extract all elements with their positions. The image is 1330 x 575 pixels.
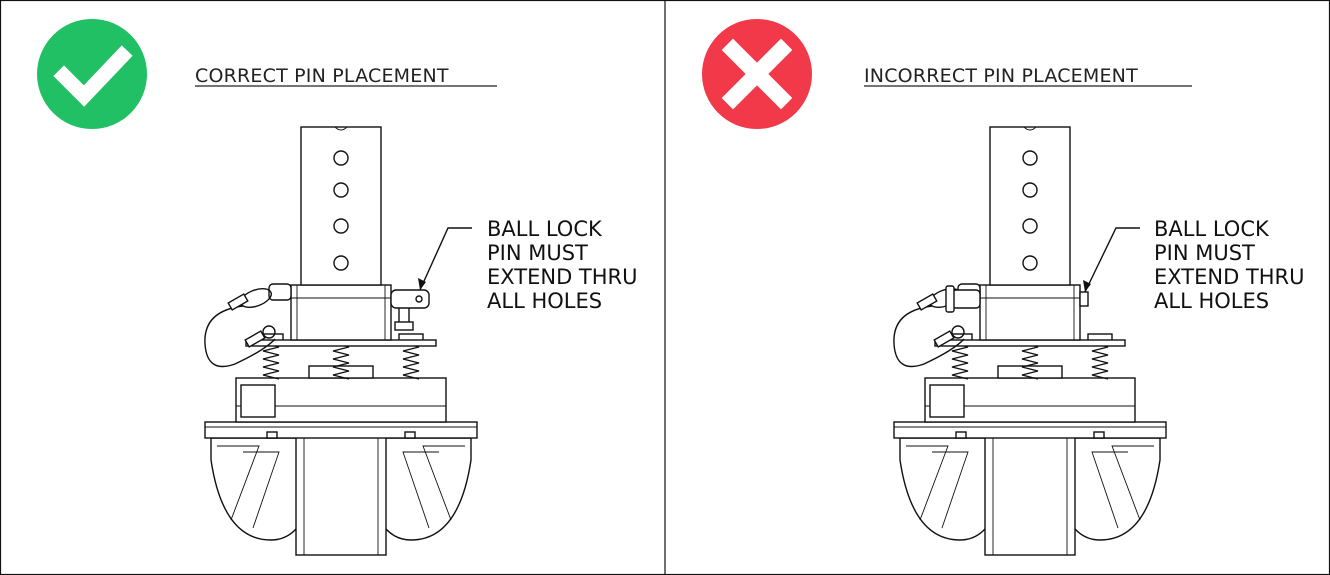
panel-title-incorrect: INCORRECT PIN PLACEMENT [864,65,1138,87]
callout-leader-incorrect [1084,227,1140,293]
callout-text-incorrect: BALL LOCK PIN MUST EXTEND THRU ALL HOLES [1154,217,1311,313]
panel-incorrect: INCORRECT PIN PLACEMENT BALL LOCK PIN MU… [702,19,1311,556]
panel-title-correct: CORRECT PIN PLACEMENT [195,65,449,87]
x-mark-icon [721,38,793,110]
assembly-drawing-correct [204,126,478,556]
assembly-drawing-incorrect [893,126,1167,556]
callout-leader-correct [419,227,472,291]
checkmark-badge [37,19,147,129]
callout-text-correct: BALL LOCK PIN MUST EXTEND THRU ALL HOLES [487,217,644,313]
panel-correct: CORRECT PIN PLACEMENT BALL LOCK PIN MUST… [37,19,644,556]
checkmark-icon [53,45,133,107]
